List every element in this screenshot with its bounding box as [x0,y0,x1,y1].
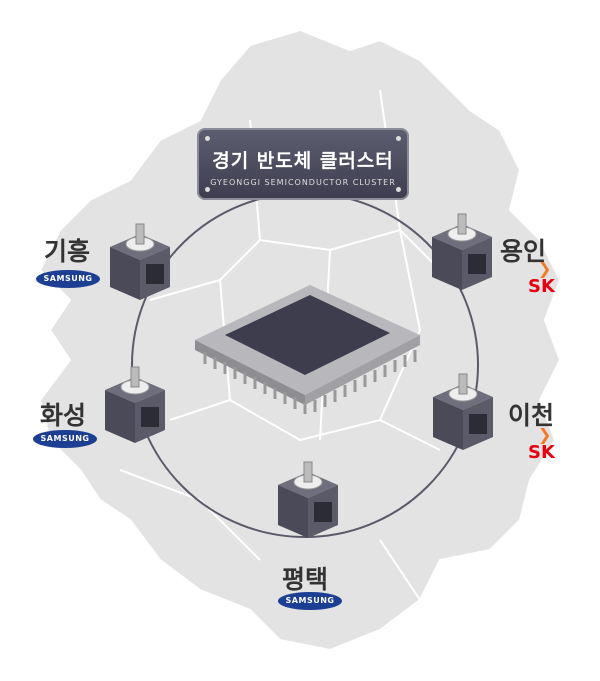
samsung-logo: SAMSUNG [278,592,342,610]
city-label-giheung: 기흥 [44,237,91,266]
city-label-yongin: 용인 [500,237,547,266]
rivet-icon [205,187,210,192]
fab-cube-icon [433,373,493,450]
semiconductor-chip-icon [195,285,420,414]
title-korean: 경기 반도체 클러스터 [212,150,394,172]
fab-cube-icon [278,461,338,538]
cluster-title-plate: 경기 반도체 클러스터 GYEONGGI SEMICONDUCTOR CLUST… [197,128,409,200]
rivet-icon [396,136,401,141]
city-label-icheon: 이천 [508,401,555,430]
fab-cube-icon [105,366,165,443]
samsung-logo: SAMSUNG [33,430,97,448]
fab-cube-icon [110,223,170,300]
sk-wing-icon: ❯ [538,259,552,278]
samsung-logo: SAMSUNG [36,270,100,288]
city-label-pyeongtaek: 평택 [282,565,329,594]
sk-logo: ❯SK [528,425,555,464]
fab-cube-icon [432,213,492,290]
sk-logo: ❯SK [528,259,555,298]
title-english: GYEONGGI SEMICONDUCTOR CLUSTER [210,178,396,187]
sk-wing-icon: ❯ [538,425,552,444]
rivet-icon [205,136,210,141]
rivet-icon [396,187,401,192]
city-label-hwaseong: 화성 [40,401,87,430]
